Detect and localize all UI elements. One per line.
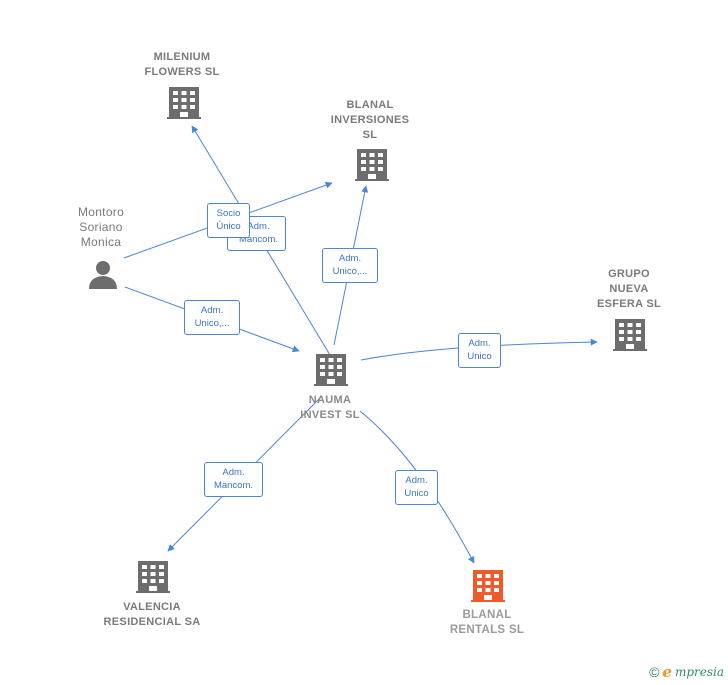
- node-label-grupo[interactable]: GRUPO NUEVA ESFERA SL: [596, 268, 662, 310]
- valencia-building-icon: [136, 561, 170, 593]
- edge-label-adm-valencia: Adm. Mancom.: [204, 462, 263, 497]
- brand-name: mpresia: [674, 665, 724, 679]
- edge-label-adm-person-nauma: Adm. Unico,...: [184, 300, 240, 335]
- person-icon: [89, 261, 117, 289]
- blanal-rentals-icon: [471, 570, 505, 602]
- blanal-inversiones-building-icon: [355, 149, 389, 181]
- copyright-icon: ©: [649, 664, 660, 680]
- node-label-valencia[interactable]: VALENCIA RESIDENCIAL SA: [103, 601, 201, 628]
- edge-label-adm-blanal-inv: Adm. Unico,...: [322, 248, 378, 283]
- brand-initial: e: [662, 663, 672, 681]
- node-label-nauma[interactable]: NAUMA INVEST SL: [300, 394, 360, 421]
- edge-label-socio-unico: Socio Único: [207, 203, 250, 238]
- edge-label-adm-grupo: Adm. Unico: [458, 333, 501, 368]
- node-label-person[interactable]: Montoro Soriano Monica: [77, 205, 125, 249]
- brand-logo[interactable]: © e mpresia: [649, 663, 724, 681]
- milenium-building-icon: [167, 87, 201, 119]
- node-label-milenium[interactable]: MILENIUM FLOWERS SL: [144, 51, 220, 78]
- node-label-blanal-rentals[interactable]: BLANAL RENTALS SL: [449, 609, 525, 636]
- grupo-building-icon: [613, 319, 647, 351]
- edge-label-adm-rentals: Adm. Unico: [395, 470, 438, 505]
- node-label-blanal-inversiones[interactable]: BLANAL INVERSIONES SL: [330, 99, 410, 141]
- nauma-building-icon: [314, 354, 348, 386]
